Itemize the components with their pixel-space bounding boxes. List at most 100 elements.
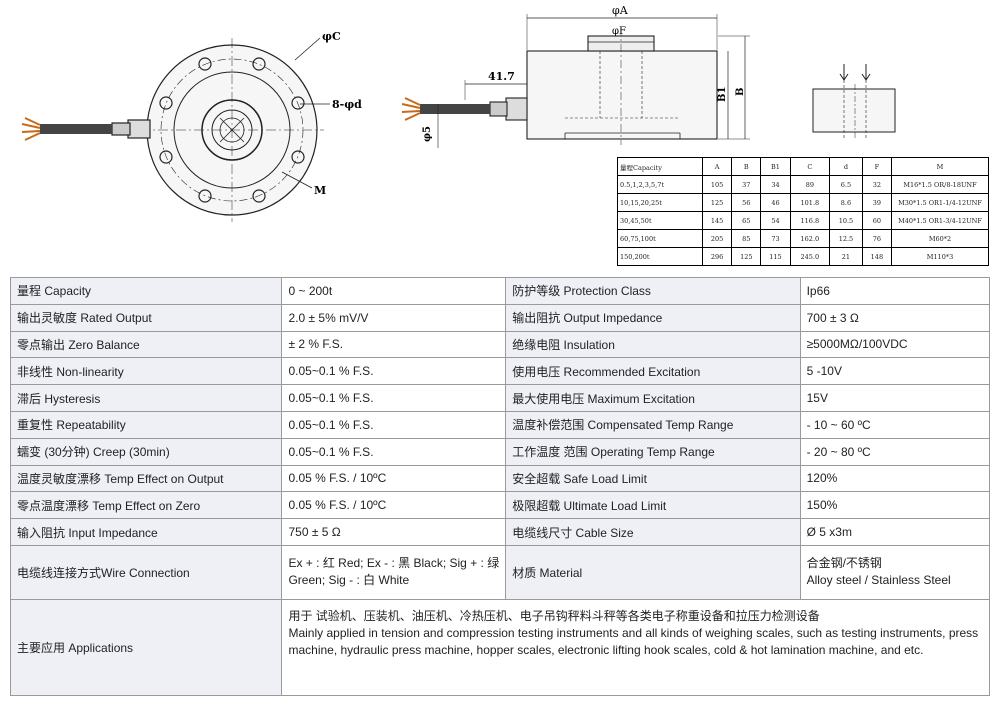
spec-label: 输入阻抗 Input Impedance [9,518,283,546]
spec-value: ≥5000MΩ/100VDC [799,330,991,359]
label-b: B [735,88,746,96]
dimension-table-row: 60,75,100t 205 85 73 162.0 12.5 76 M60*2 [617,229,989,248]
dimension-table-row: 10,15,20,25t 125 56 46 101.8 8.6 39 M30*… [617,193,989,212]
material-line1: 合金钢/不锈钢 [806,556,882,571]
spec-label: 温度灵敏度漂移 Temp Effect on Output [9,464,283,493]
spec-label: 非线性 Non-linearity [9,357,283,386]
spec-label: 量程 Capacity [9,277,283,305]
spec-value: 150% [799,491,991,520]
spec-row: 输入阻抗 Input Impedance 750 ± 5 Ω 电缆线尺寸 Cab… [9,518,991,546]
applications-text-cn: 用于 试验机、压装机、油压机、冷热压机、电子吊钩秤料斗秤等各类电子称重设备和拉压… [288,608,820,623]
dim-cell: 56 [731,193,762,212]
label-phi-a: φA [612,4,629,17]
spec-value: Ip66 [799,277,991,305]
spec-value: 750 ± 5 Ω [281,518,507,546]
dim-cell: M16*1.5 OR/8-18UNF [891,175,989,194]
dim-cell: 8.6 [829,193,863,212]
spec-value: 5 -10V [799,357,991,386]
dim-cell: 145 [701,211,733,230]
label-phi-f: φF [612,26,626,37]
dim-cell: M30*1.5 OR1-1/4-12UNF [891,193,989,212]
spec-label: 最大使用电压 Maximum Excitation [505,384,801,412]
applications-text-en: Mainly applied in tension and compressio… [288,625,979,657]
spec-label: 安全超载 Safe Load Limit [505,464,801,493]
spec-label: 防护等级 Protection Class [505,277,801,305]
spec-row: 蠕变 (30分钟) Creep (30min) 0.05~0.1 % F.S. … [9,437,991,466]
spec-row: 非线性 Non-linearity 0.05~0.1 % F.S. 使用电压 R… [9,357,991,386]
dim-header-cell: 量程Capacity [617,157,703,176]
dim-cell: M60*2 [891,229,989,248]
spec-label: 工作温度 范围 Operating Temp Range [505,437,801,466]
dimension-table-row: 30,45,50t 145 65 54 116.8 10.5 60 M40*1.… [617,211,989,230]
dim-cell: 205 [701,229,733,248]
dim-cell: M110*3 [891,247,989,266]
spec-row: 滞后 Hysteresis 0.05~0.1 % F.S. 最大使用电压 Max… [9,384,991,412]
spec-row: 输出灵敏度 Rated Output 2.0 ± 5% mV/V 输出阻抗 Ou… [9,303,991,332]
spec-label: 滞后 Hysteresis [9,384,283,412]
wire-connection-value: Ex + : 红 Red; Ex - : 黑 Black; Sig + : 绿 … [281,544,507,600]
label-phi5: φ5 [422,126,433,142]
spec-label: 蠕变 (30分钟) Creep (30min) [9,437,283,466]
dim-cell: 162.0 [789,229,831,248]
spec-label: 零点温度漂移 Temp Effect on Zero [9,491,283,520]
spec-row: 零点输出 Zero Balance ± 2 % F.S. 绝缘电阻 Insula… [9,330,991,359]
dim-cell: M40*1.5 OR1-3/4-12UNF [891,211,989,230]
dim-cell: 10.5 [829,211,863,230]
label-holes: 8-φd [332,98,362,111]
spec-value: - 20 ~ 80 ºC [799,437,991,466]
spec-value: 0.05~0.1 % F.S. [281,410,507,439]
dim-header-cell: M [891,157,989,176]
spec-label: 绝缘电阻 Insulation [505,330,801,359]
dim-header-cell: d [829,157,863,176]
dim-cell: 54 [760,211,791,230]
dim-cell: 105 [701,175,733,194]
dim-header-cell: B [731,157,762,176]
spec-row: 温度灵敏度漂移 Temp Effect on Output 0.05 % F.S… [9,464,991,493]
dim-header-cell: A [701,157,733,176]
dim-cell: 60 [861,211,893,230]
spec-value: 0.05~0.1 % F.S. [281,437,507,466]
spec-label: 使用电压 Recommended Excitation [505,357,801,386]
wire-connection-row: 电缆线连接方式Wire Connection Ex + : 红 Red; Ex … [9,544,991,600]
applications-value: 用于 试验机、压装机、油压机、冷热压机、电子吊钩秤料斗秤等各类电子称重设备和拉压… [281,598,990,696]
dimension-table: 量程Capacity A B B1 C d F M 0.5,1,2,3,5,7t… [617,157,989,266]
dim-header-cell: C [789,157,831,176]
wire-connection-line2: Green; Sig - : 白 White [288,573,410,588]
side-view-drawing [401,14,750,148]
spec-label: 极限超载 Ultimate Load Limit [505,491,801,520]
section-view-drawing [812,64,896,140]
dim-cell: 10,15,20,25t [617,193,703,212]
dim-cell: 60,75,100t [617,229,703,248]
dim-cell: 32 [861,175,893,194]
label-m: M [314,184,326,197]
dim-cell: 148 [861,247,893,266]
applications-row: 主要应用 Applications 用于 试验机、压装机、油压机、冷热压机、电子… [9,598,990,696]
spec-row: 零点温度漂移 Temp Effect on Zero 0.05 % F.S. /… [9,491,991,520]
dim-header-cell: F [861,157,893,176]
spec-value: ± 2 % F.S. [281,330,507,359]
spec-label: 输出阻抗 Output Impedance [505,303,801,332]
technical-drawings: φC 8-φd M φA φF 41.7 φ5 B1 B [21,4,896,222]
label-phi-c: φC [322,30,341,43]
dim-cell: 76 [861,229,893,248]
spec-label: 输出灵敏度 Rated Output [9,303,283,332]
dim-cell: 150,200t [617,247,703,266]
dim-cell: 46 [760,193,791,212]
wire-connection-line1: Ex + : 红 Red; Ex - : 黑 Black; Sig + : 绿 [288,556,500,571]
dim-cell: 101.8 [789,193,831,212]
dim-cell: 85 [731,229,762,248]
dim-cell: 21 [829,247,863,266]
dim-cell: 39 [861,193,893,212]
spec-value: Ø 5 x3m [799,518,991,546]
dim-cell: 116.8 [789,211,831,230]
dim-cell: 125 [701,193,733,212]
spec-table: 量程 Capacity 0 ~ 200t 防护等级 Protection Cla… [9,277,991,696]
spec-value: 700 ± 3 Ω [799,303,991,332]
dimension-table-row: 150,200t 296 125 115 245.0 21 148 M110*3 [617,247,989,266]
material-line2: Alloy steel / Stainless Steel [806,573,951,588]
dim-cell: 37 [731,175,762,194]
spec-value: 0.05 % F.S. / 10ºC [281,491,507,520]
spec-value: 120% [799,464,991,493]
material-label: 材质 Material [505,544,801,600]
dim-cell: 73 [760,229,791,248]
